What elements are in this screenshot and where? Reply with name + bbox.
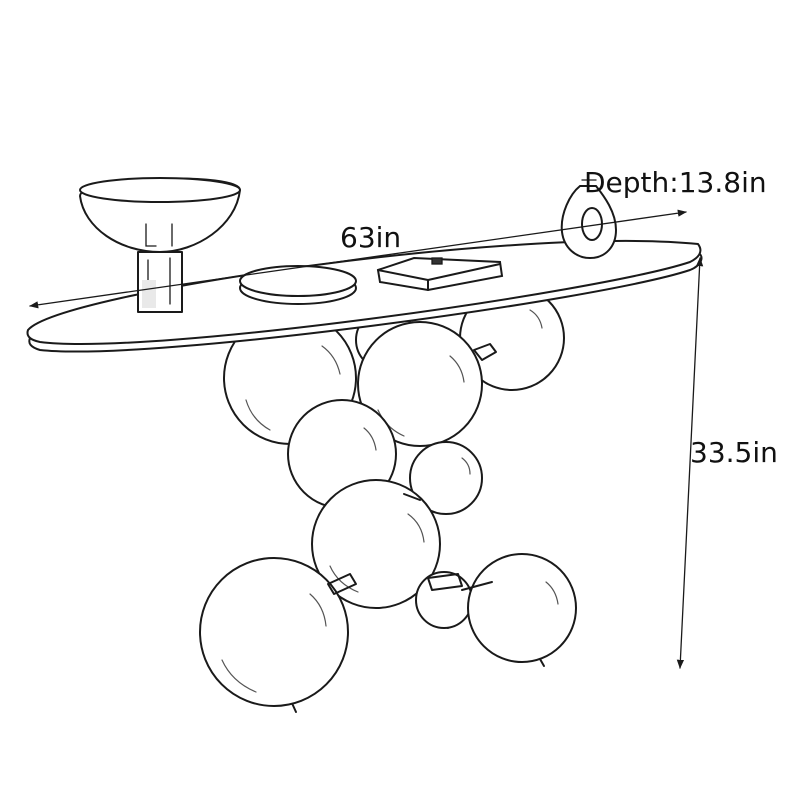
sphere-bottom-left <box>199 557 349 707</box>
height-dimension-line <box>676 257 704 669</box>
height-label: 33.5in <box>690 436 778 469</box>
width-dimension-line <box>29 209 687 309</box>
connector-knot-upper <box>473 343 497 361</box>
sphere-base <box>199 285 577 713</box>
width-label: 63in <box>340 221 401 254</box>
dimension-labels: 63in Depth:13.8in 33.5in <box>340 166 778 469</box>
sphere-upper-center <box>357 321 483 447</box>
connector-knot-right-arm <box>461 581 493 591</box>
round-tray <box>239 265 357 305</box>
sphere-small-bottom <box>415 571 473 629</box>
connector-knot-lower-right <box>427 573 463 591</box>
sphere-bottom-right <box>467 553 577 663</box>
dimension-lines <box>29 209 704 669</box>
connector-knot-lower-left <box>327 573 357 595</box>
connector-knot-middle <box>403 493 421 501</box>
depth-label: Depth:13.8in <box>584 166 767 199</box>
